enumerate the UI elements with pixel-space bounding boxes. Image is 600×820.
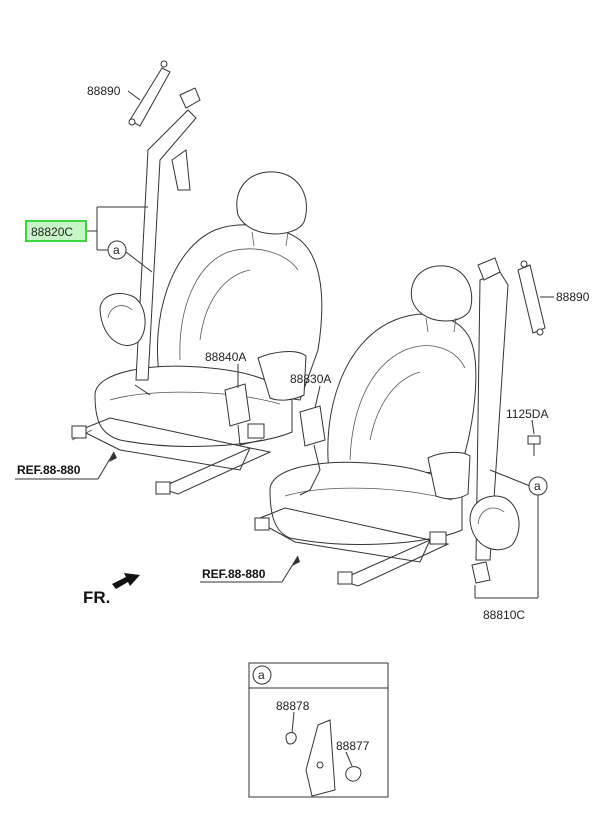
highlight-box-88820C <box>25 220 87 242</box>
ref-arrow-right <box>200 555 300 583</box>
label-88830A: 88830A <box>290 372 331 386</box>
label-88877: 88877 <box>336 739 370 753</box>
label-1125DA: 1125DA <box>506 407 548 421</box>
left-seat-belt-assembly <box>99 87 201 396</box>
callout-a-right: a <box>528 476 548 496</box>
label-88890-left: 88890 <box>87 84 121 98</box>
label-88820C[interactable]: 88820C <box>31 225 73 239</box>
front-direction-arrow-icon <box>112 573 140 589</box>
left-height-adjuster <box>128 60 171 127</box>
svg-text:a: a <box>258 668 265 682</box>
callout-a-left: a <box>107 240 127 260</box>
bolt-1125DA <box>527 435 541 456</box>
detail-box-a <box>248 662 389 798</box>
right-seat-belt-assembly <box>469 257 520 584</box>
ref-arrow-left <box>15 451 117 480</box>
label-88878: 88878 <box>276 699 310 713</box>
front-label: FR. <box>83 588 110 607</box>
svg-text:a: a <box>113 243 120 257</box>
svg-text:a: a <box>534 479 541 493</box>
right-seat <box>253 265 477 587</box>
right-height-adjuster <box>517 260 546 336</box>
ref-label-right[interactable]: REF.88-880 <box>202 567 266 581</box>
label-88840A: 88840A <box>205 350 246 364</box>
callout-a-detail: a <box>252 665 272 685</box>
leader-lines <box>86 90 554 599</box>
ref-label-left[interactable]: REF.88-880 <box>17 463 81 477</box>
label-88890-right: 88890 <box>556 290 590 304</box>
label-88810C: 88810C <box>483 608 525 622</box>
right-buckle <box>299 405 326 496</box>
